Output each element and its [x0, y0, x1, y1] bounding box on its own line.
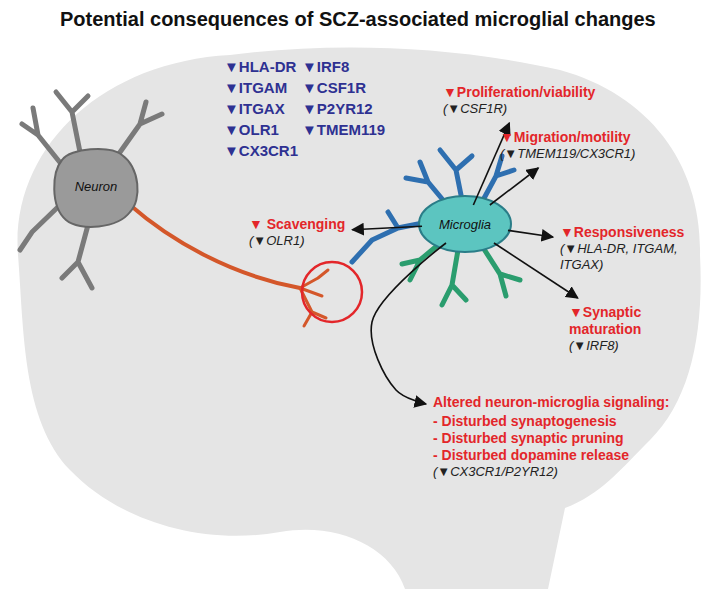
gene-label: ▼ITGAX	[224, 100, 285, 117]
gene-note: (▼IRF8)	[569, 338, 681, 354]
connector-arrow	[490, 168, 538, 205]
node-label: Neuron	[61, 179, 131, 194]
neuron-soma	[54, 149, 137, 227]
consequence-heading: - Disturbed synaptic pruning	[433, 430, 669, 447]
consequence-heading: Altered neuron-microglia signaling:	[433, 394, 669, 411]
consequence-heading: ▼Proliferation/viability	[443, 84, 595, 101]
gene-note: (▼CSF1R)	[443, 101, 595, 117]
gene-label: ▼IRF8	[302, 58, 349, 75]
node-label: Microglia	[428, 217, 502, 232]
consequence-label: ▼Migration/motility(▼TMEM119/CX3CR1)	[497, 127, 638, 164]
consequence-heading: - Disturbed dopamine release	[433, 447, 669, 464]
gene-note: (▼OLR1)	[249, 233, 345, 249]
neuron-soma-label: Neuron	[58, 176, 134, 196]
gene-label: ▼TMEM119	[302, 121, 385, 138]
consequence-label: ▼Proliferation/viability(▼CSF1R)	[440, 82, 598, 119]
brain-outline	[18, 47, 701, 589]
gene-label: ▼HLA-DR	[224, 58, 296, 75]
consequence-label: ▼Responsiveness(▼HLA-DR, ITGAM, ITGAX)	[557, 222, 703, 275]
consequence-label: Altered neuron-microglia signaling: - Dis…	[430, 392, 672, 482]
consequence-heading: ▼Synaptic maturation	[569, 304, 681, 338]
neuron-dendrites	[20, 92, 162, 288]
title: Potential consequences of SCZ-associated…	[60, 8, 656, 31]
microglia-node: Microglia	[425, 208, 505, 240]
connector-arrow	[352, 226, 422, 230]
gene-label: ▼CX3CR1	[224, 142, 298, 159]
gene-label: ▼P2YR12	[302, 100, 373, 117]
gene-note: (▼CX3CR1/P2YR12)	[433, 464, 669, 480]
synapse-highlight	[302, 262, 362, 322]
consequence-heading: ▼Migration/motility	[500, 129, 635, 146]
gene-note: (▼HLA-DR, ITGAM, ITGAX)	[560, 241, 700, 273]
connector-arrow	[371, 243, 446, 404]
consequence-heading: - Disturbed synaptogenesis	[433, 413, 669, 430]
gene-label: ▼ITGAM	[224, 79, 287, 96]
consequence-label: ▼ Scavenging(▼OLR1)	[246, 214, 348, 251]
gene-label: ▼CSF1R	[302, 79, 366, 96]
gene-note: (▼TMEM119/CX3CR1)	[500, 146, 635, 162]
microglia-body	[419, 196, 511, 252]
consequence-heading: ▼Responsiveness	[560, 224, 700, 241]
connector-arrow	[508, 230, 553, 237]
consequence-heading: ▼ Scavenging	[249, 216, 345, 233]
consequence-label: ▼Synaptic maturation(▼IRF8)	[566, 302, 684, 356]
gene-label: ▼OLR1	[224, 121, 279, 138]
